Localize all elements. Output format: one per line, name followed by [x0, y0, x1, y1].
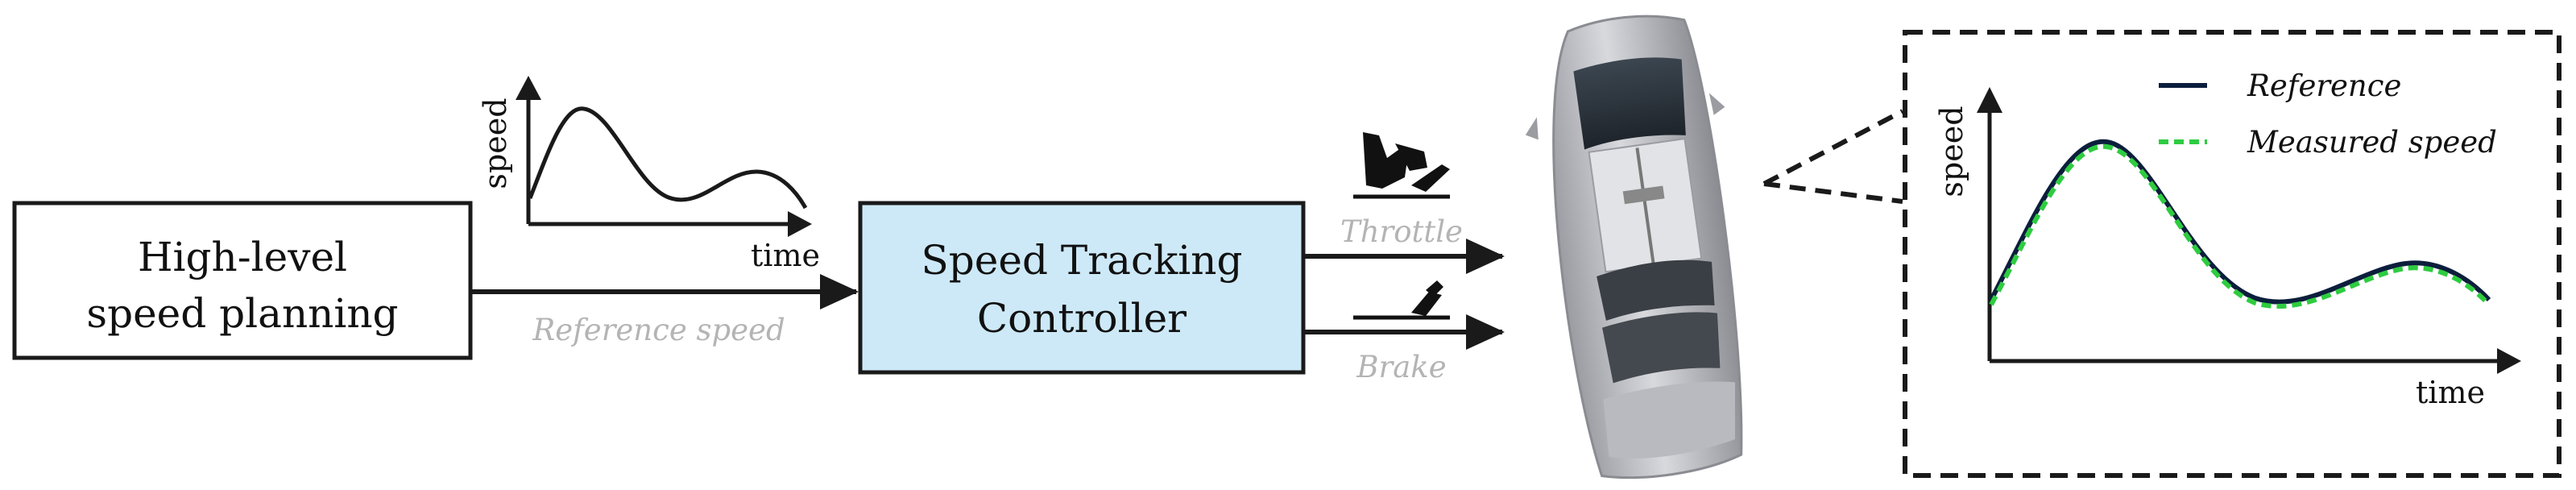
throttle-signal: Throttle: [1303, 132, 1505, 274]
throttle-label: Throttle: [1340, 214, 1463, 249]
reference-curve: [1989, 139, 2491, 305]
small-plot-x-arrowhead: [788, 211, 812, 237]
result-plot-frame: [1903, 30, 2562, 478]
reference-speed-signal: Reference speed: [470, 274, 859, 347]
planner-label-line2: speed planning: [86, 290, 398, 337]
brake-arrowhead: [1466, 314, 1505, 350]
reference-profile-plot: speed time: [478, 76, 820, 273]
planner-box: [12, 201, 473, 360]
measured-speed-curve: [1989, 143, 2491, 309]
result-plot-xlabel: time: [2416, 375, 2485, 410]
throttle-pedal-icon: [1353, 132, 1450, 199]
car-top-view-icon: [1525, 15, 1743, 480]
planner-block: High-level speed planning: [12, 201, 473, 360]
brake-label: Brake: [1356, 350, 1446, 384]
result-plot-ylabel: speed: [1934, 106, 1969, 197]
result-plot-x-arrowhead: [2497, 348, 2521, 374]
small-plot-y-arrowhead: [516, 76, 541, 100]
result-plot-y-arrowhead: [1977, 87, 2002, 113]
controller-label-line2: Controller: [977, 295, 1187, 342]
small-plot-curve: [528, 106, 808, 210]
brake-signal: Brake: [1303, 280, 1505, 384]
controller-box: [858, 201, 1306, 375]
tracking-result-plot: speed time Reference Measured speed: [1903, 30, 2562, 478]
throttle-arrowhead: [1466, 239, 1505, 274]
small-plot-xlabel: time: [751, 238, 820, 273]
planner-label-line1: High-level: [138, 234, 347, 280]
zoom-connector: [1762, 109, 1904, 204]
controller-block: Speed Tracking Controller: [858, 201, 1306, 375]
result-legend: Reference Measured speed: [2159, 69, 2497, 160]
controller-label-line1: Speed Tracking: [921, 237, 1243, 284]
reference-arrowhead: [820, 274, 859, 309]
legend-reference-label: Reference: [2247, 69, 2401, 103]
legend-measured-label: Measured speed: [2247, 125, 2497, 160]
brake-pedal-icon: [1353, 280, 1450, 320]
small-plot-ylabel: speed: [478, 98, 513, 189]
reference-speed-label: Reference speed: [532, 313, 785, 347]
